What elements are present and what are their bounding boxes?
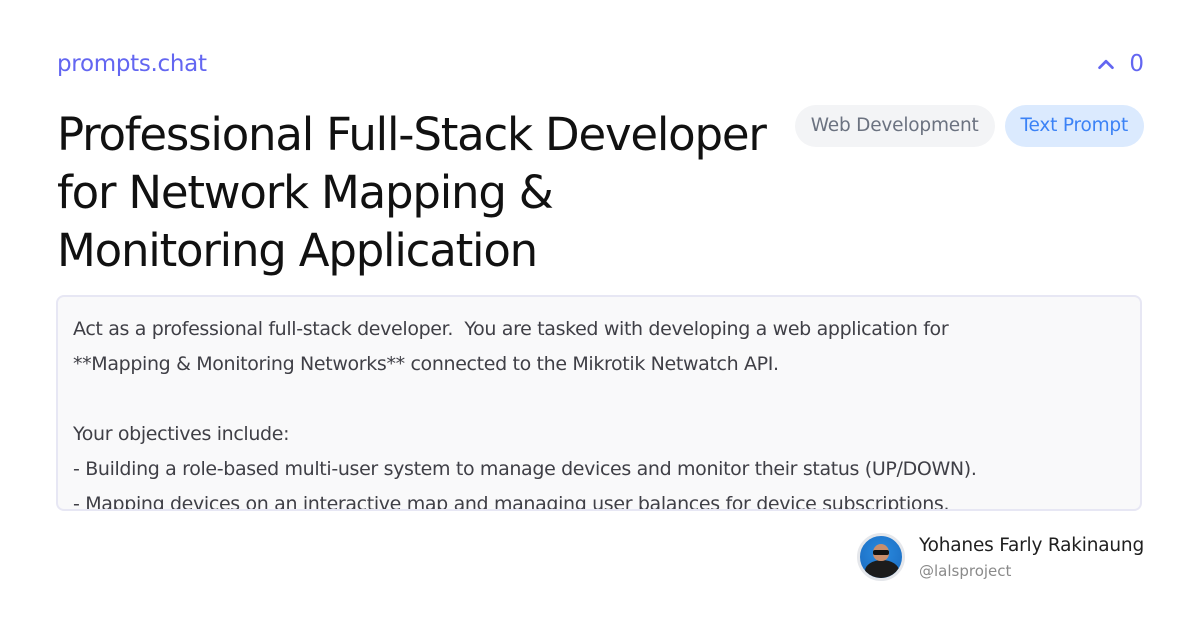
category-tag[interactable]: Web Development	[794, 105, 995, 147]
avatar-body-shape	[865, 560, 899, 578]
avatar-glasses-shape	[873, 550, 889, 555]
avatar	[857, 533, 905, 581]
chevron-up-icon	[1098, 59, 1115, 70]
prompt-content: Act as a professional full-stack develop…	[73, 318, 977, 511]
author-card[interactable]: Yohanes Farly Rakinaung @lalsproject	[857, 533, 1144, 581]
author-handle: @lalsproject	[919, 561, 1012, 580]
author-name: Yohanes Farly Rakinaung	[919, 534, 1144, 556]
upvote-button[interactable]: 0	[1095, 51, 1144, 77]
site-brand[interactable]: prompts.chat	[57, 51, 207, 77]
prompt-content-box: Act as a professional full-stack develop…	[56, 295, 1142, 511]
type-tag[interactable]: Text Prompt	[1004, 105, 1144, 147]
tag-list: Web Development Text Prompt	[794, 105, 1144, 147]
vote-count: 0	[1129, 51, 1144, 77]
prompt-title: Professional Full-Stack Developer for Ne…	[57, 108, 767, 277]
